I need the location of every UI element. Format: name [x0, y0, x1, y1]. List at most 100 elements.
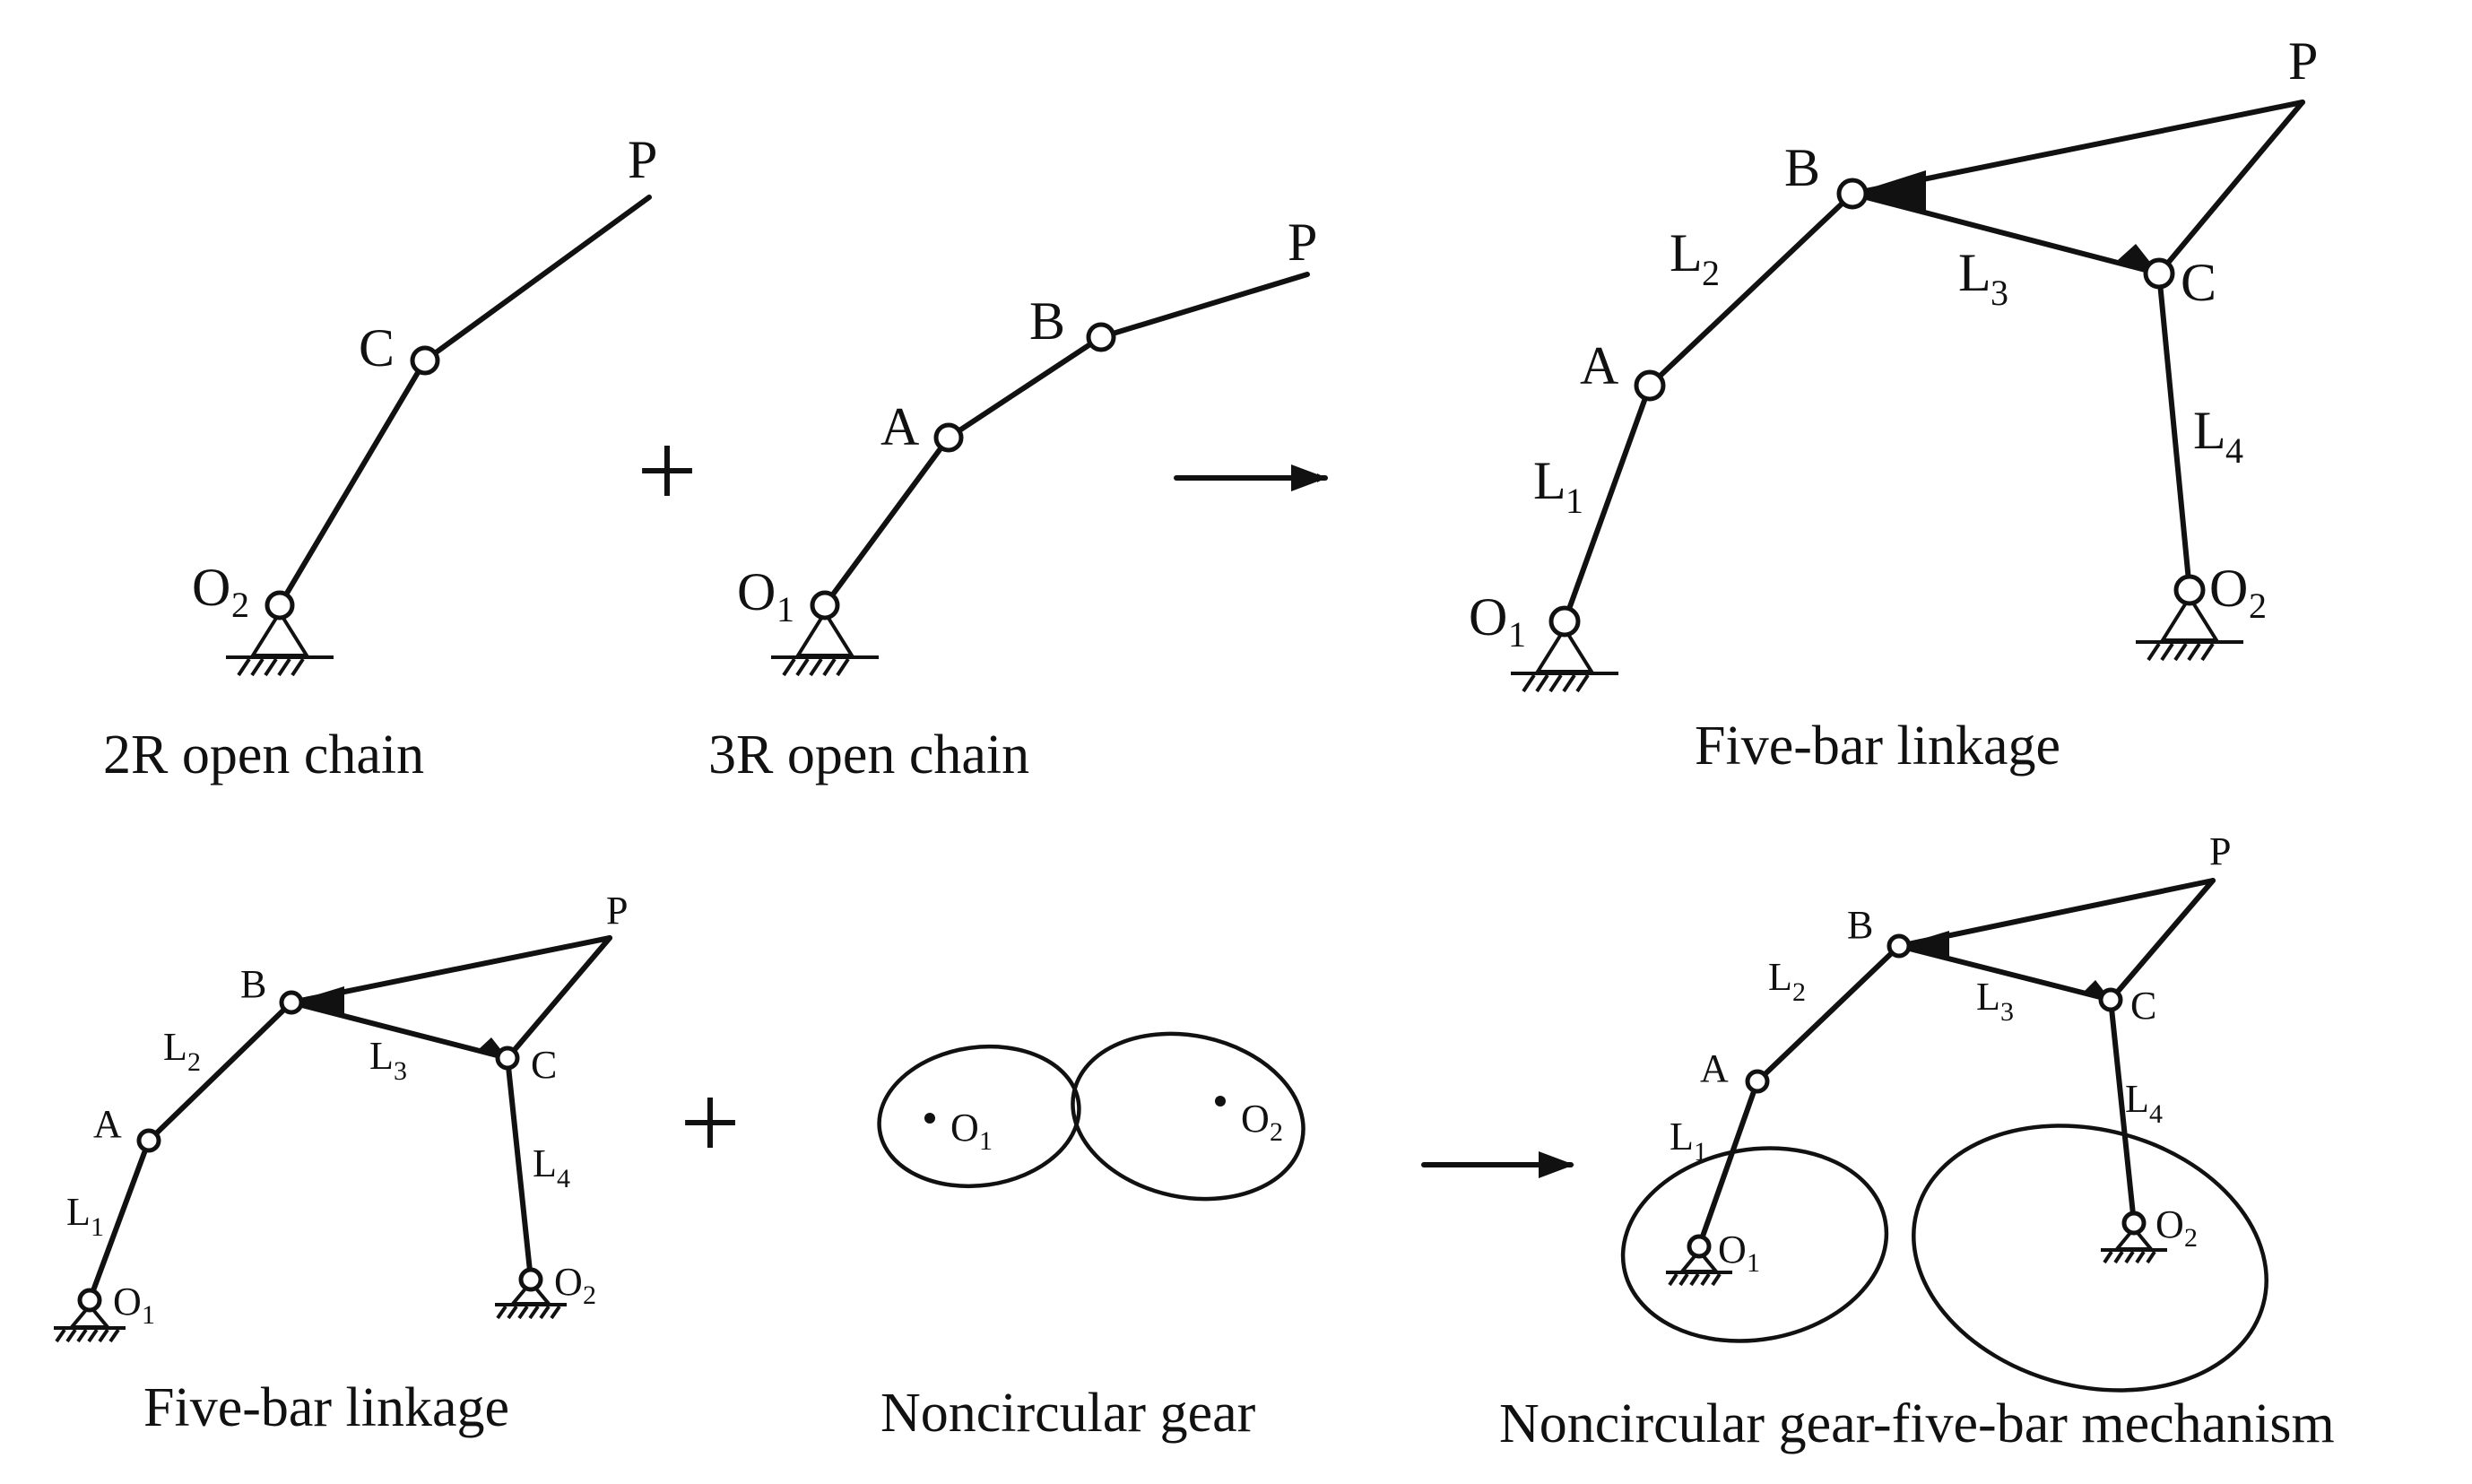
link-b-p	[1098, 272, 1310, 340]
joint-o2	[265, 590, 295, 621]
svg-text:1: 1	[91, 1212, 104, 1242]
label-b: B	[1029, 291, 1065, 351]
svg-text:L: L	[2125, 1077, 2149, 1121]
panel-2r-open-chain: P C O 2 2R open chain	[103, 130, 657, 785]
link-a-b	[946, 334, 1104, 440]
joint-c	[2098, 987, 2123, 1012]
svg-text:2: 2	[1270, 1117, 1283, 1147]
svg-text:3: 3	[394, 1056, 407, 1086]
caption-five-bar-linkage: Five-bar linkage	[143, 1377, 509, 1438]
svg-text:4: 4	[2225, 430, 2243, 471]
svg-text:1: 1	[1694, 1137, 1707, 1167]
label-a: A	[1580, 336, 1618, 395]
link-l2	[1755, 943, 1902, 1084]
label-b: B	[1784, 138, 1820, 197]
arrowhead	[1539, 1151, 1574, 1178]
panel-five-bar-linkage-bottom: P B C A L 1 L 2 L 3 L 4 O 1 O 2 Five-bar…	[54, 889, 628, 1438]
ground-support-o2	[495, 1279, 567, 1320]
ground-support-o1	[1511, 625, 1618, 693]
svg-text:L: L	[1958, 243, 1991, 302]
coupler-b-p	[1896, 878, 2216, 949]
panel-noncircular-gear: O 1 O 2 Noncircular gear	[877, 1031, 1305, 1444]
svg-text:2: 2	[583, 1280, 596, 1310]
coupler-c-p	[2108, 878, 2216, 1002]
joint-o2	[518, 1267, 543, 1292]
svg-text:L: L	[1670, 223, 1703, 282]
svg-text:1: 1	[142, 1300, 155, 1330]
label-l3: L 3	[369, 1034, 407, 1086]
link-l2	[1647, 191, 1855, 388]
ground-support-o1	[54, 1302, 126, 1343]
svg-text:O: O	[2209, 559, 2248, 618]
joint-a	[1634, 369, 1666, 402]
gear-2	[1912, 1124, 2268, 1393]
link-l4	[505, 1055, 533, 1282]
joint-b	[1887, 933, 1912, 959]
caption-noncircular-gear-five-bar-mechanism: Noncircular gear-five-bar mechanism	[1499, 1393, 2335, 1454]
rigid-weld-b	[291, 986, 344, 1019]
label-b: B	[1847, 903, 1873, 947]
joint-o1	[810, 590, 840, 621]
rigid-weld-b	[1899, 931, 1949, 961]
svg-text:L: L	[1533, 451, 1566, 510]
gear-center-o2	[1215, 1096, 1226, 1106]
link-l1	[87, 1138, 152, 1303]
label-p: P	[2209, 829, 2231, 873]
svg-text:1: 1	[1747, 1248, 1760, 1278]
caption-2r-open-chain: 2R open chain	[103, 725, 424, 785]
svg-text:L: L	[1976, 975, 2000, 1019]
joint-o1	[77, 1288, 102, 1313]
gear-2	[1071, 1031, 1305, 1202]
joint-a	[136, 1128, 161, 1153]
link-o2-c	[277, 358, 428, 608]
gear-1	[1620, 1146, 1889, 1343]
svg-text:L: L	[1768, 955, 1792, 999]
label-l1: L 1	[1533, 451, 1583, 521]
svg-text:2: 2	[2184, 1223, 2198, 1253]
label-l3: L 3	[1976, 975, 2014, 1027]
label-l2: L 2	[1670, 223, 1720, 293]
svg-text:O: O	[1241, 1097, 1270, 1141]
plus-operator: +	[680, 1063, 741, 1182]
svg-text:1: 1	[1566, 481, 1583, 521]
svg-text:3: 3	[2000, 997, 2014, 1027]
link-l1	[1562, 383, 1652, 624]
svg-text:2: 2	[1792, 977, 1806, 1007]
label-p: P	[2288, 31, 2318, 91]
svg-text:3: 3	[1991, 273, 2008, 313]
svg-text:O: O	[192, 558, 230, 617]
label-l4: L 4	[533, 1141, 570, 1193]
joint-a	[933, 422, 964, 453]
gear-center-o1	[924, 1113, 935, 1124]
joint-b	[279, 990, 304, 1015]
label-o1: O 1	[113, 1280, 155, 1330]
joint-c	[410, 345, 440, 376]
ground-support-o2	[226, 609, 334, 677]
label-a: A	[880, 397, 919, 456]
gear-1	[877, 1044, 1081, 1189]
caption-noncircular-gear: Noncircular gear	[880, 1383, 1256, 1444]
plus-operator: +	[637, 411, 698, 530]
svg-text:L: L	[66, 1190, 91, 1234]
svg-text:O: O	[554, 1260, 583, 1304]
svg-text:1: 1	[1508, 614, 1526, 655]
ground-support-o1	[771, 609, 879, 677]
svg-text:L: L	[369, 1034, 394, 1078]
coupler-c-p	[505, 935, 612, 1061]
label-o2: O 2	[554, 1260, 596, 1310]
svg-text:O: O	[950, 1106, 979, 1150]
label-o1: O 1	[1469, 587, 1526, 655]
link-l2	[146, 1000, 294, 1143]
svg-text:O: O	[1718, 1228, 1747, 1271]
coupler-b-p	[289, 935, 612, 1005]
coupler-b-p	[1850, 100, 2305, 196]
rigid-weld-b	[1852, 170, 1926, 215]
coupler-c-p	[2156, 100, 2305, 276]
panel-3r-open-chain: P B A O 1 3R open chain	[708, 213, 1317, 785]
link-l1	[1696, 1079, 1760, 1249]
svg-text:2: 2	[231, 585, 249, 625]
label-l4: L 4	[2125, 1077, 2163, 1129]
svg-text:L: L	[2193, 401, 2226, 460]
